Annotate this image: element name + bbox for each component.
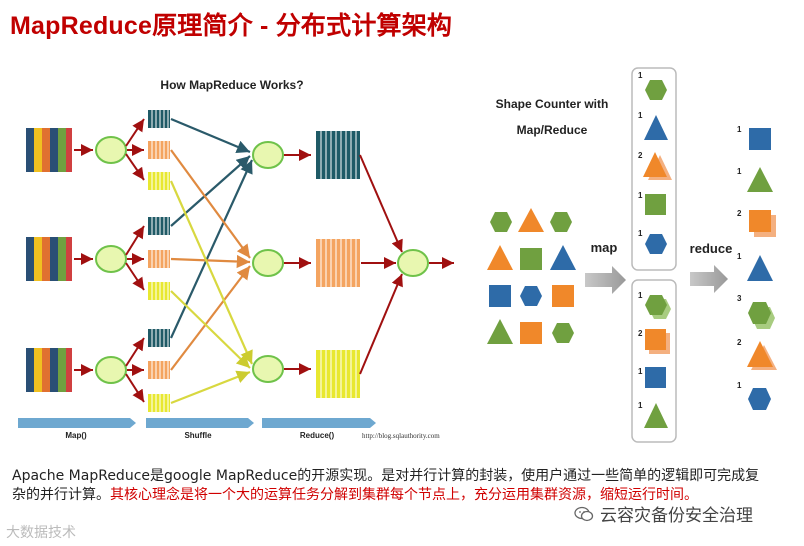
- phase-bar-map: [18, 418, 136, 428]
- triangle-icon: [643, 152, 667, 177]
- map-arrow-icon: [585, 266, 626, 294]
- hexagon-icon: [748, 302, 771, 324]
- map-group-box-2: [631, 279, 677, 443]
- reduce-node-1: [252, 141, 284, 169]
- hexagon-icon: [645, 80, 667, 100]
- right-diagram-title-1: Shape Counter with: [496, 97, 609, 111]
- phase-label-reduce: Reduce(): [300, 431, 335, 440]
- map2-count-1: 1: [638, 291, 643, 300]
- output-block-orange: [316, 239, 360, 287]
- shuffle-block-1b: [148, 141, 170, 159]
- map1-count-4: 1: [638, 191, 643, 200]
- caption-text: Apache MapReduce是google MapReduce的开源实现。是…: [12, 468, 760, 503]
- reduce-label: reduce: [690, 241, 733, 256]
- shuffle-block-1a: [148, 110, 170, 128]
- left-diagram-title: How MapReduce Works?: [160, 78, 303, 92]
- watermark-text: 云容灾备份安全治理: [600, 506, 753, 526]
- square-icon: [645, 329, 666, 350]
- map1-count-3: 2: [638, 151, 643, 160]
- map1-count-2: 1: [638, 111, 643, 120]
- result-count-2: 1: [737, 167, 742, 176]
- result-count-6: 2: [737, 338, 742, 347]
- triangle-icon: [644, 403, 668, 428]
- bottom-logo: 大数据技术: [6, 525, 76, 541]
- square-icon: [520, 248, 542, 270]
- phase-bar-shuffle: [146, 418, 254, 428]
- shuffle-block-2a: [148, 217, 170, 235]
- right-diagram-title-2: Map/Reduce: [517, 123, 588, 137]
- page-title: MapReduce原理简介 - 分布式计算架构: [10, 12, 453, 40]
- output-block-yellow: [316, 350, 360, 398]
- square-icon: [489, 285, 511, 307]
- hexagon-icon: [645, 295, 667, 315]
- triangle-icon: [747, 341, 773, 367]
- map2-count-3: 1: [638, 367, 643, 376]
- map-node-2: [95, 245, 127, 273]
- triangle-icon: [644, 115, 668, 140]
- watermark: 云容灾备份安全治理: [574, 501, 753, 526]
- wechat-icon: [574, 506, 594, 521]
- input-block-1: [26, 128, 72, 172]
- final-node: [397, 249, 429, 277]
- hexagon-icon: [490, 212, 512, 232]
- square-icon: [645, 367, 666, 388]
- triangle-icon: [487, 319, 513, 344]
- phase-bar-reduce: [262, 418, 376, 428]
- result-count-3: 2: [737, 209, 742, 218]
- triangle-icon: [550, 245, 576, 270]
- phase-label-map: Map(): [65, 431, 87, 440]
- result-count-4: 1: [737, 252, 742, 261]
- caption: Apache MapReduce是google MapReduce的开源实现。是…: [12, 467, 772, 505]
- reduce-node-2: [252, 249, 284, 277]
- map-node-1: [95, 136, 127, 164]
- hexagon-icon: [645, 234, 667, 254]
- map2-count-2: 2: [638, 329, 643, 338]
- triangle-icon: [487, 245, 513, 270]
- credit-url: http://blog.sqlauthority.com: [362, 432, 440, 440]
- reduce-node-3: [252, 355, 284, 383]
- result-count-7: 1: [737, 381, 742, 390]
- triangle-icon: [747, 167, 773, 192]
- map1-count-5: 1: [638, 229, 643, 238]
- shuffle-block-3b: [148, 361, 170, 379]
- square-icon: [552, 285, 574, 307]
- phase-label-shuffle: Shuffle: [184, 431, 212, 440]
- shuffle-block-2b: [148, 250, 170, 268]
- hexagon-icon: [550, 212, 572, 232]
- input-shapes-grid: [487, 208, 576, 344]
- square-icon: [520, 322, 542, 344]
- hexagon-icon: [748, 388, 771, 410]
- triangle-icon: [518, 208, 544, 232]
- caption-highlight: 其核心理念是将一个大的运算任务分解到集群每个节点上，充分运用集群资源，缩短运行时…: [110, 487, 698, 503]
- shuffle-block-2c: [148, 282, 170, 300]
- shuffle-block-1c: [148, 172, 170, 190]
- map2-count-4: 1: [638, 401, 643, 410]
- square-icon: [645, 194, 666, 215]
- map-node-3: [95, 356, 127, 384]
- shuffle-block-3c: [148, 394, 170, 412]
- triangle-icon: [747, 255, 773, 281]
- result-count-1: 1: [737, 125, 742, 134]
- map1-count-1: 1: [638, 71, 643, 80]
- square-icon: [749, 210, 771, 232]
- map-label: map: [591, 240, 618, 255]
- square-icon: [749, 128, 771, 150]
- result-count-5: 3: [737, 294, 742, 303]
- reduce-arrow-icon: [690, 265, 728, 293]
- input-block-3: [26, 348, 72, 392]
- input-block-2: [26, 237, 72, 281]
- shuffle-block-3a: [148, 329, 170, 347]
- hexagon-icon: [552, 323, 574, 343]
- hexagon-icon: [520, 286, 542, 306]
- output-block-teal: [316, 131, 360, 179]
